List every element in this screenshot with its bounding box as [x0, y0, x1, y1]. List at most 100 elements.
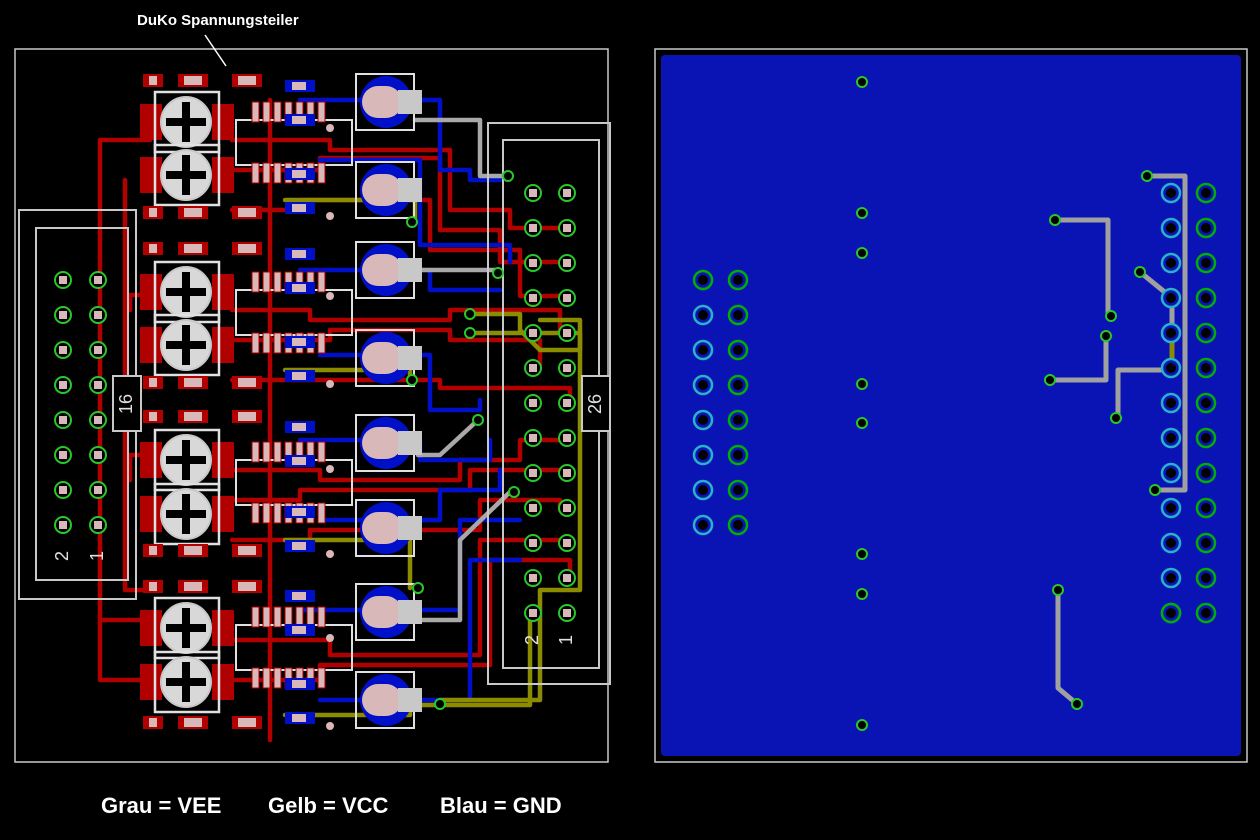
- title-label: DuKo Spannungsteiler: [137, 12, 299, 29]
- pin-pad: [563, 399, 571, 407]
- red-trace: [229, 327, 543, 368]
- resistor-pad-inner: [238, 582, 256, 591]
- bottom-pad: [727, 409, 749, 431]
- connector-26-label: 26: [585, 394, 605, 414]
- pin-pad: [563, 609, 571, 617]
- bottom-pad-hole: [1166, 258, 1176, 268]
- bottom-via: [1110, 412, 1122, 424]
- connector-pin: [54, 446, 72, 464]
- bottom-pad-hole: [1166, 188, 1176, 198]
- connector-pin: [524, 394, 542, 412]
- transistor-lead-inner: [292, 170, 306, 178]
- connector-pin: [558, 499, 576, 517]
- bottom-pad-hole: [1201, 188, 1211, 198]
- pin-pad: [94, 381, 102, 389]
- ic-pin: [317, 101, 326, 123]
- bottom-via: [1141, 170, 1153, 182]
- bottom-via: [1044, 374, 1056, 386]
- bottom-pad: [692, 339, 714, 361]
- transistor-tab: [398, 258, 422, 282]
- via: [464, 308, 476, 320]
- transistor-lead-inner: [292, 592, 306, 600]
- bottom-pad-hole: [698, 310, 708, 320]
- ic-pin: [251, 667, 260, 689]
- bottom-pad-hole: [733, 450, 743, 460]
- resistor-pad-inner: [149, 208, 157, 217]
- resistor-pad-inner: [184, 76, 202, 85]
- connector-pin: [89, 481, 107, 499]
- connector-pin: [558, 289, 576, 307]
- connector-16-pin: 16 2 1: [18, 209, 142, 600]
- trimmer-pad: [212, 442, 234, 478]
- bottom-pad: [1160, 322, 1182, 344]
- pin-pad: [529, 609, 537, 617]
- pin-pad: [529, 329, 537, 337]
- bottom-pad-hole: [1166, 293, 1176, 303]
- trimmer-potentiometer: [140, 428, 234, 492]
- top-board-outline: [14, 48, 609, 763]
- connector-26-pin1-label: 1: [556, 635, 576, 645]
- ic-pin: [251, 332, 260, 354]
- bottom-pad: [1195, 287, 1217, 309]
- resistor-pad-inner: [184, 582, 202, 591]
- ic-pin: [262, 101, 271, 123]
- bottom-pad: [1160, 567, 1182, 589]
- ic-pin: [273, 332, 282, 354]
- pin-pad: [563, 469, 571, 477]
- pin-pad: [563, 294, 571, 302]
- bottom-pad: [727, 514, 749, 536]
- connector-pin: [558, 534, 576, 552]
- bottom-pad: [1195, 532, 1217, 554]
- ground-plane: [661, 55, 1241, 756]
- connector-pin: [558, 359, 576, 377]
- transistor-lead-inner: [292, 116, 306, 124]
- resistor-pad-inner: [238, 718, 256, 727]
- bottom-pad-hole: [1166, 363, 1176, 373]
- bottom-pad: [1160, 287, 1182, 309]
- pin-pad: [563, 434, 571, 442]
- resistor-pad-inner: [149, 582, 157, 591]
- connector-pin: [54, 411, 72, 429]
- trimmer-slot: [166, 624, 206, 632]
- resistor-pad-inner: [184, 546, 202, 555]
- bottom-pad: [1160, 252, 1182, 274]
- resistor-pad-inner: [238, 378, 256, 387]
- trimmer-pad: [140, 157, 162, 193]
- bottom-via: [1105, 310, 1117, 322]
- ic-pin: [262, 271, 271, 293]
- ic-pin: [273, 162, 282, 184]
- bottom-pad: [1160, 427, 1182, 449]
- via: [492, 267, 504, 279]
- bottom-pad-hole: [1166, 468, 1176, 478]
- bottom-pad-hole: [1166, 608, 1176, 618]
- transistor-lead-inner: [292, 542, 306, 550]
- bottom-pad: [1160, 182, 1182, 204]
- transistor-lead-inner: [292, 82, 306, 90]
- trimmer-potentiometer: [140, 260, 234, 324]
- ic-pin: [251, 271, 260, 293]
- bottom-pad-hole: [1201, 398, 1211, 408]
- transistor-lead-inner: [292, 680, 306, 688]
- bottom-pad-hole: [1201, 608, 1211, 618]
- bottom-pad-hole: [1201, 538, 1211, 548]
- pin-pad: [94, 416, 102, 424]
- bottom-via: [1100, 330, 1112, 342]
- via-small: [326, 212, 334, 220]
- pin-pad: [529, 259, 537, 267]
- bottom-pad: [692, 514, 714, 536]
- bottom-pad-hole: [1166, 538, 1176, 548]
- connector-pin: [524, 324, 542, 342]
- bottom-pad-hole: [733, 345, 743, 355]
- trimmer-pad: [140, 274, 162, 310]
- resistor-pad-inner: [184, 244, 202, 253]
- via: [464, 327, 476, 339]
- ic-pin: [273, 502, 282, 524]
- connector-26-pin: 26 2 1: [487, 122, 611, 685]
- bottom-pad-hole: [1201, 363, 1211, 373]
- legend-vcc: Gelb = VCC: [268, 793, 389, 818]
- connector-pin: [89, 446, 107, 464]
- transistor: [285, 583, 422, 642]
- pin-pad: [563, 364, 571, 372]
- trimmer-potentiometer: [140, 650, 234, 714]
- connector-16-pin2-label: 2: [52, 551, 72, 561]
